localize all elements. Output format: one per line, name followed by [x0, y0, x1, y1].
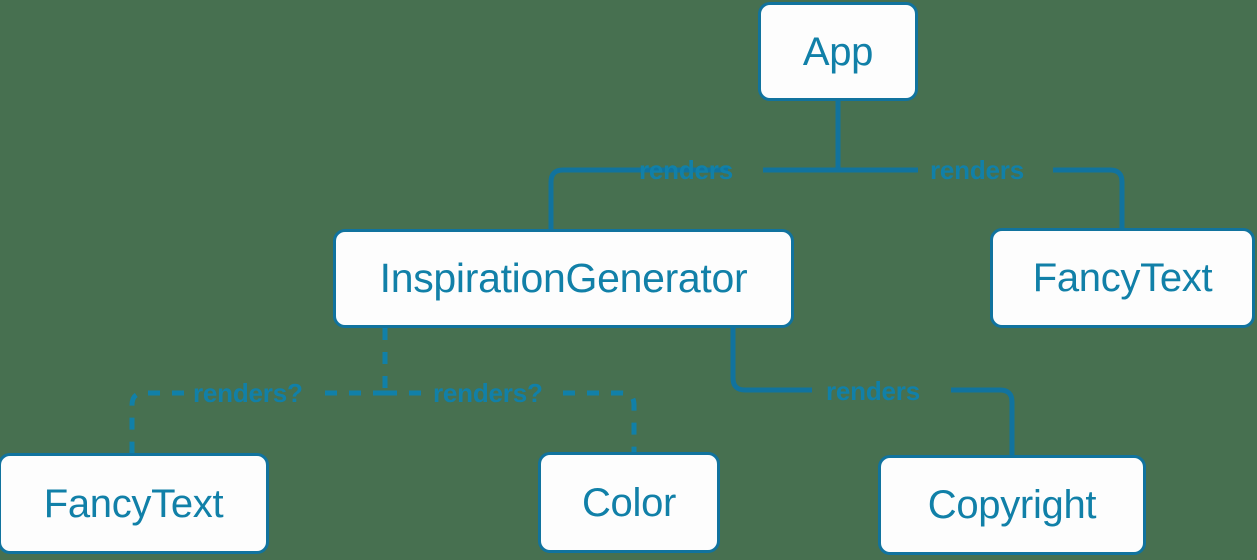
node-color-label: Color — [581, 480, 677, 525]
edge-app-to-inspirationgenerator — [548, 167, 838, 229]
edge-inspirationgenerator-to-color — [385, 390, 637, 452]
node-copyright[interactable]: Copyright — [878, 455, 1146, 555]
node-copyright-label: Copyright — [927, 483, 1097, 527]
edge-app-to-fancytext-right — [838, 167, 1125, 228]
node-inspirationgenerator[interactable]: InspirationGenerator — [333, 229, 794, 328]
edge-label-app-to-fancytext-right: renders — [930, 155, 1024, 185]
node-fancytext-right[interactable]: FancyText — [990, 228, 1255, 328]
node-fancytext-right-label: FancyText — [1032, 256, 1213, 300]
edge-label-inspirationgenerator-to-fancytext-left: renders? — [193, 378, 303, 408]
edge-inspirationgenerator-to-fancytext-left — [129, 390, 385, 453]
edge-inspirationgenerator-to-copyright — [730, 328, 1015, 455]
node-fancytext-left-label: FancyText — [43, 481, 224, 526]
edge-label-inspirationgenerator-to-copyright: renders — [826, 376, 920, 406]
edge-label-app-to-inspirationgenerator: renders — [639, 155, 733, 185]
node-inspirationgenerator-label: InspirationGenerator — [379, 255, 748, 301]
node-color[interactable]: Color — [538, 452, 720, 553]
node-app-label: App — [802, 29, 874, 74]
node-app[interactable]: App — [758, 2, 918, 101]
edge-label-inspirationgenerator-to-color: renders? — [433, 378, 543, 408]
node-fancytext-left[interactable]: FancyText — [0, 453, 269, 554]
